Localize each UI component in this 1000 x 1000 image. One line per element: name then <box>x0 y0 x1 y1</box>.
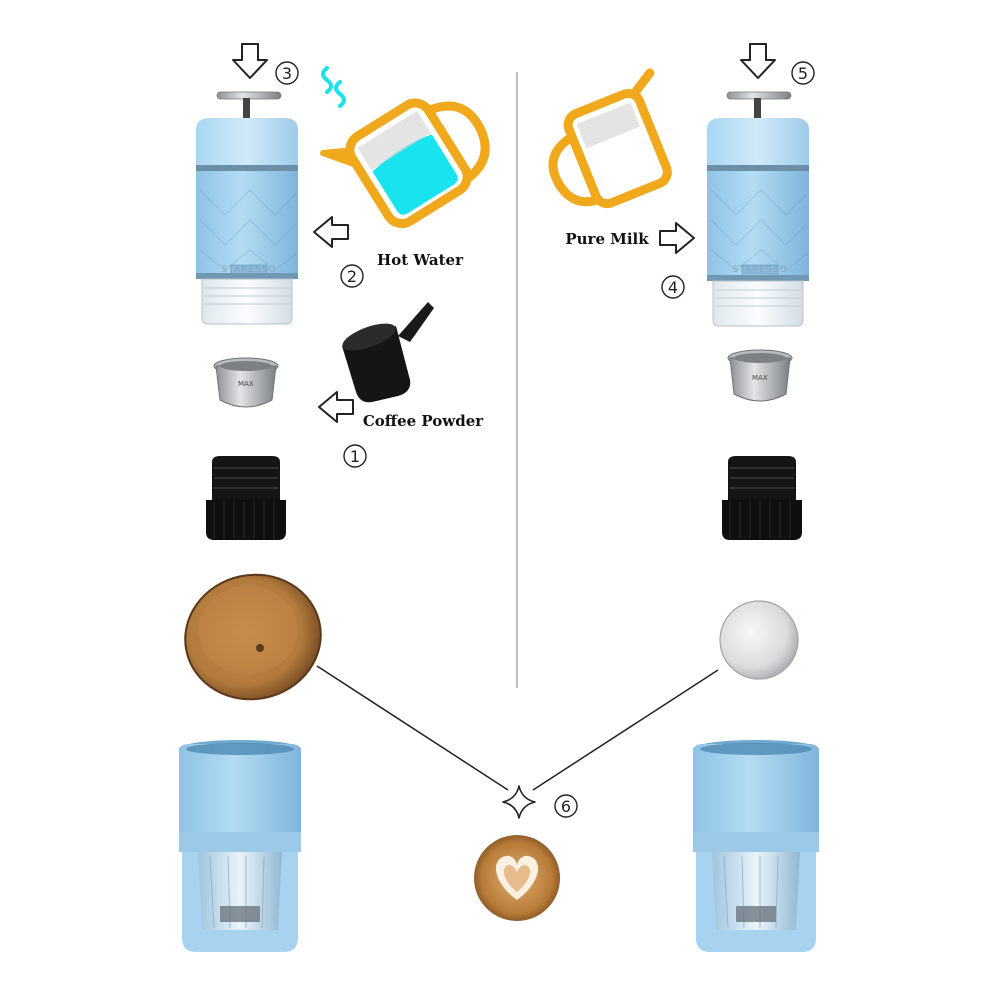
espresso-crema-disc <box>184 573 322 701</box>
four-point-star-icon <box>502 785 536 819</box>
step-5-badge: 5 <box>791 61 815 85</box>
latte-art-cup <box>474 835 560 921</box>
step-3-number: 3 <box>282 64 292 83</box>
right-brewer-chamber: STARESSO <box>707 91 809 327</box>
milk-jug-icon <box>548 68 672 209</box>
step-1-number: 1 <box>350 447 360 466</box>
right-assembled-espresso-maker <box>693 740 819 952</box>
step-1-badge: 1 <box>343 444 367 468</box>
hollow-down-arrow-icon <box>232 43 268 79</box>
milk-foam-disc <box>719 600 799 680</box>
svg-text:STARESSO: STARESSO <box>221 265 276 275</box>
left-black-base-connector <box>206 456 286 540</box>
hollow-right-arrow-icon <box>659 222 695 254</box>
hot-water-label: Hot Water <box>377 251 464 269</box>
step-3-badge: 3 <box>275 61 299 85</box>
left-cup-max-mark: MAX <box>238 380 254 388</box>
connector-line-right <box>532 669 719 791</box>
svg-text:STARESSO: STARESSO <box>732 265 787 275</box>
coffee-powder-label: Coffee Powder <box>363 412 484 430</box>
hollow-left-arrow-icon <box>318 391 354 423</box>
right-cup-max-mark: MAX <box>752 374 768 382</box>
step-2-number: 2 <box>347 267 357 286</box>
step-4-number: 4 <box>668 278 678 297</box>
hollow-left-arrow-icon <box>313 216 349 248</box>
right-black-base-connector <box>722 456 802 540</box>
hollow-down-arrow-icon <box>740 43 776 79</box>
right-steel-filter-cup: MAX <box>727 349 793 402</box>
pure-milk-label: Pure Milk <box>565 230 649 248</box>
step-6-badge: 6 <box>554 794 578 818</box>
left-assembled-espresso-maker <box>179 740 301 952</box>
left-steel-filter-cup: MAX <box>213 357 279 408</box>
coffee-scoop-icon <box>342 302 434 403</box>
step-2-badge: 2 <box>340 264 364 288</box>
step-5-number: 5 <box>798 64 808 83</box>
step-6-number: 6 <box>561 797 571 816</box>
kettle-icon <box>320 66 490 228</box>
left-brewer-chamber: STARESSO <box>196 91 298 325</box>
connector-line-left <box>316 665 509 791</box>
step-4-badge: 4 <box>661 275 685 299</box>
